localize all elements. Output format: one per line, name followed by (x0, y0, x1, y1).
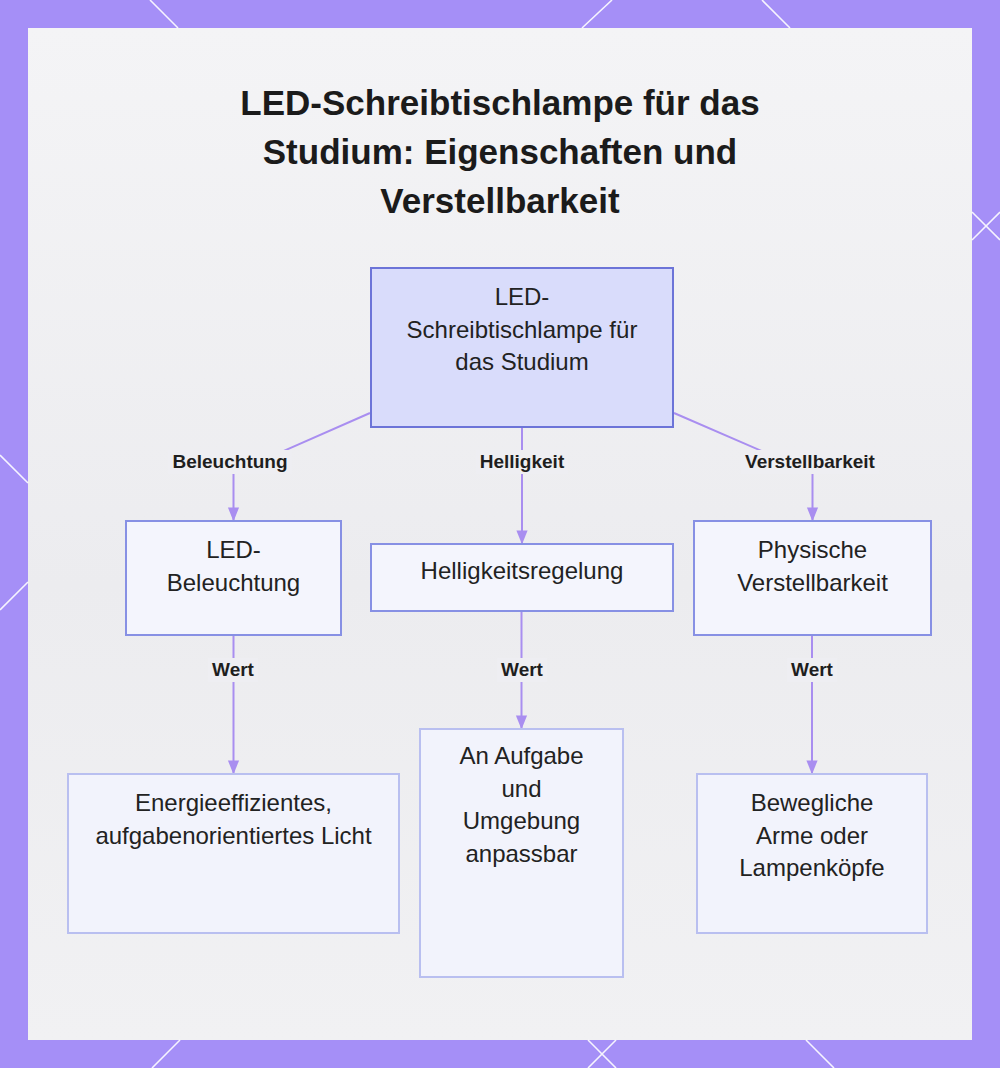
feature-box: Energieeffizientes, aufgabenorientiertes… (67, 773, 400, 934)
box-text: Physische Verstellbarkeit (715, 534, 910, 599)
edge-label: Wert (497, 658, 547, 682)
feature-box: Helligkeitsregelung (370, 543, 674, 612)
connector (233, 636, 235, 773)
edge-label: Verstellbarkeit (741, 450, 879, 474)
connector (521, 428, 523, 543)
feature-box: An Aufgabe und Umgebung anpassbar (419, 728, 624, 978)
edge-label: Helligkeit (476, 450, 568, 474)
diagram-title: LED-Schreibtischlampe für das Studium: E… (170, 78, 830, 225)
box-text: An Aufgabe und Umgebung anpassbar (454, 740, 589, 871)
root-box: LED- Schreibtischlampe für das Studium (370, 267, 674, 428)
edge-label: Wert (208, 658, 258, 682)
connector (811, 636, 813, 773)
feature-box: Bewegliche Arme oder Lampenköpfe (696, 773, 928, 934)
edge-label: Beleuchtung (168, 450, 291, 474)
feature-box: LED- Beleuchtung (125, 520, 342, 636)
box-text: LED- Beleuchtung (151, 534, 316, 599)
box-text: Energieeffizientes, aufgabenorientiertes… (91, 787, 376, 852)
box-text: Bewegliche Arme oder Lampenköpfe (730, 787, 895, 885)
feature-box: Physische Verstellbarkeit (693, 520, 932, 636)
box-text: LED- Schreibtischlampe für das Studium (406, 281, 638, 379)
box-text: Helligkeitsregelung (382, 555, 662, 588)
edge-label: Wert (787, 658, 837, 682)
